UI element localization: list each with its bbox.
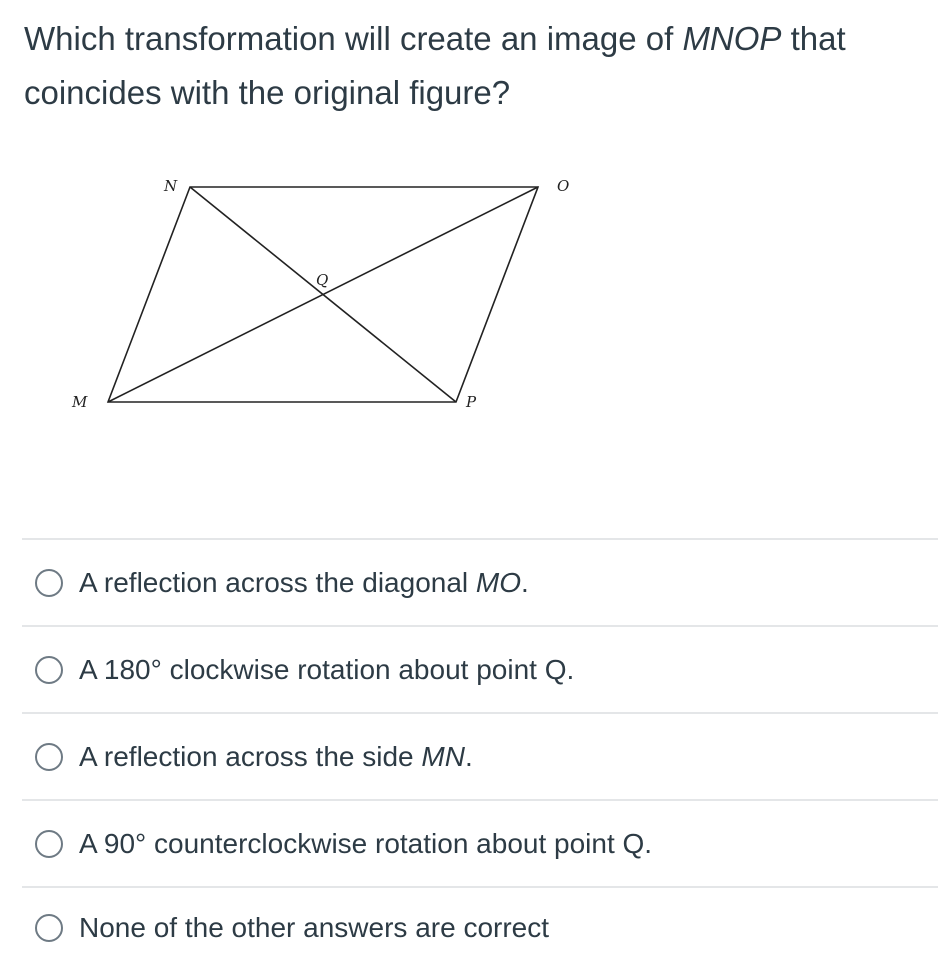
- answer-option-1[interactable]: A reflection across the diagonal MO.: [22, 538, 938, 625]
- radio-button-icon[interactable]: [35, 914, 63, 942]
- question-part-2: that coincides with the original figure?: [24, 20, 846, 111]
- answer-label: A 90° counterclockwise rotation about po…: [79, 827, 653, 859]
- answer-option-3[interactable]: A reflection across the side MN.: [22, 712, 938, 799]
- label-p: P: [465, 393, 477, 411]
- answer-option-4[interactable]: A 90° counterclockwise rotation about po…: [22, 799, 938, 886]
- answer-option-2[interactable]: A 180° clockwise rotation about point Q.: [22, 625, 938, 712]
- radio-button-icon[interactable]: [35, 742, 63, 771]
- label-n: N: [163, 177, 178, 195]
- parallelogram-figure: M N O P Q: [60, 165, 600, 425]
- parallelogram-diagram: M N O P Q: [71, 177, 569, 411]
- answer-label: A reflection across the side MN.: [79, 740, 473, 772]
- radio-button-icon[interactable]: [35, 829, 63, 858]
- answer-label: None of the other answers are correct: [79, 912, 550, 943]
- label-q: Q: [316, 271, 328, 289]
- radio-button-icon[interactable]: [35, 655, 63, 684]
- question-text: Which transformation will create an imag…: [24, 12, 924, 120]
- question-part-1: Which transformation will create an imag…: [24, 20, 683, 57]
- answer-option-5[interactable]: None of the other answers are correct: [22, 886, 938, 968]
- radio-button-icon[interactable]: [35, 568, 63, 597]
- question-figure-name: MNOP: [682, 20, 782, 57]
- label-m: M: [71, 393, 88, 411]
- answer-list: A reflection across the diagonal MO. A 1…: [22, 538, 938, 968]
- diagonal-np: [189, 186, 457, 403]
- answer-label: A 180° clockwise rotation about point Q.: [79, 653, 575, 685]
- label-o: O: [557, 177, 569, 195]
- answer-label: A reflection across the diagonal MO.: [79, 566, 529, 598]
